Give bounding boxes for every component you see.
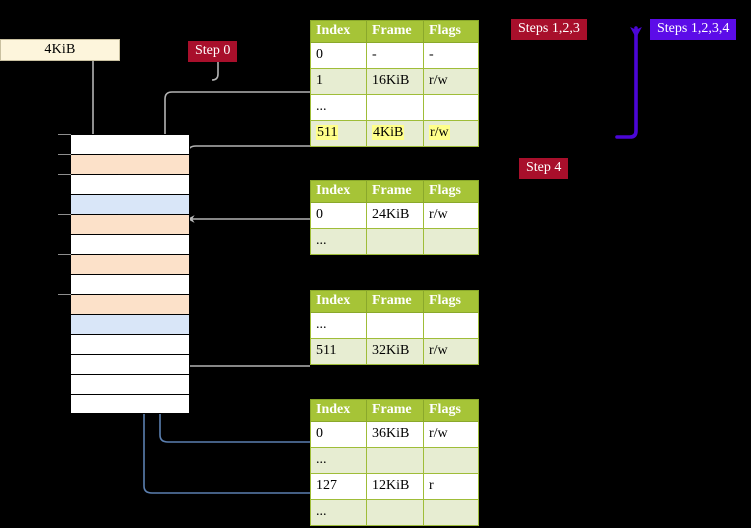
column-header-index: Index [310, 20, 367, 43]
cell-frame: 32KiB [366, 338, 424, 365]
table-row: ... [310, 228, 479, 255]
column-header-frame: Frame [366, 290, 424, 313]
column-header-flags: Flags [423, 180, 479, 203]
cell-frame [366, 94, 424, 121]
wire-step0-to-pagetable [211, 61, 219, 81]
memory-frame-row [70, 174, 190, 194]
cell-frame: 16KiB [366, 68, 424, 95]
cell-flags [423, 94, 479, 121]
cell-index: 127 [310, 473, 367, 500]
memory-frame-row [70, 134, 190, 154]
column-header-flags: Flags [423, 290, 479, 313]
cell-flags: r/w [423, 421, 479, 448]
cell-flags: r/w [423, 338, 479, 365]
cell-flags [423, 499, 479, 526]
memory-frame-tick [58, 154, 71, 155]
cell-frame [366, 447, 424, 474]
badge-step-4: Step 4 [519, 158, 569, 179]
cell-frame: 4KiB [366, 120, 424, 147]
memory-frame-tick [58, 254, 71, 255]
cell-frame [366, 228, 424, 255]
wire-steps-bracket [615, 26, 642, 139]
memory-frame-row [70, 334, 190, 354]
badge-steps-123: Steps 1,2,3 [511, 19, 587, 40]
memory-frame-tick [58, 294, 71, 295]
cell-flags [423, 312, 479, 339]
table-row: ... [310, 447, 479, 474]
cell-flags: r [423, 473, 479, 500]
wire-table2-row511-to-memory [173, 302, 310, 367]
wire-table1-row0-to-memory [171, 218, 310, 263]
column-header-flags: Flags [423, 20, 479, 43]
table-row: 0-- [310, 42, 479, 69]
table-row: ... [310, 94, 479, 121]
cell-index: 1 [310, 68, 367, 95]
cell-flags: r/w [423, 202, 479, 229]
column-header-frame: Frame [366, 20, 424, 43]
table-row: ... [310, 312, 479, 339]
cell-index: ... [310, 228, 367, 255]
memory-frame-tick [58, 214, 71, 215]
cell-index: ... [310, 94, 367, 121]
size-label-box: 4KiB [0, 39, 120, 61]
column-header-index: Index [310, 399, 367, 422]
wire-table0-row511-to-memory [187, 145, 310, 223]
memory-frame-row [70, 214, 190, 234]
cell-frame: - [366, 42, 424, 69]
memory-frame-row [70, 374, 190, 394]
cell-index: ... [310, 312, 367, 339]
memory-frame-tick [58, 134, 71, 135]
memory-frame-row [70, 234, 190, 254]
memory-frame-row [70, 314, 190, 334]
memory-frame-row [70, 294, 190, 314]
badge-steps-1234: Steps 1,2,3,4 [650, 19, 737, 40]
column-header-frame: Frame [366, 399, 424, 422]
cell-index: 511 [310, 120, 367, 147]
table-row: ... [310, 499, 479, 526]
cell-index: 0 [310, 42, 367, 69]
cell-flags: - [423, 42, 479, 69]
cell-frame [366, 499, 424, 526]
cell-flags: r/w [423, 68, 479, 95]
memory-frame-tick [58, 174, 71, 175]
memory-frame-row [70, 254, 190, 274]
column-header-index: Index [310, 180, 367, 203]
cell-index: 0 [310, 421, 367, 448]
badge-step-0: Step 0 [188, 41, 238, 62]
cell-frame: 24KiB [366, 202, 424, 229]
cell-index: 511 [310, 338, 367, 365]
memory-frame-row [70, 274, 190, 294]
memory-frame-row [70, 354, 190, 374]
cell-frame: 12KiB [366, 473, 424, 500]
column-header-flags: Flags [423, 399, 479, 422]
memory-frame-row [70, 394, 190, 414]
cell-flags: r/w [423, 120, 479, 147]
memory-frame-row [70, 154, 190, 174]
cell-index: 0 [310, 202, 367, 229]
cell-flags [423, 447, 479, 474]
memory-frame-row [70, 194, 190, 214]
column-header-index: Index [310, 290, 367, 313]
cell-index: ... [310, 499, 367, 526]
cell-index: ... [310, 447, 367, 474]
physical-memory-column [70, 134, 190, 414]
cell-flags [423, 228, 479, 255]
cell-frame: 36KiB [366, 421, 424, 448]
cell-frame [366, 312, 424, 339]
column-header-frame: Frame [366, 180, 424, 203]
